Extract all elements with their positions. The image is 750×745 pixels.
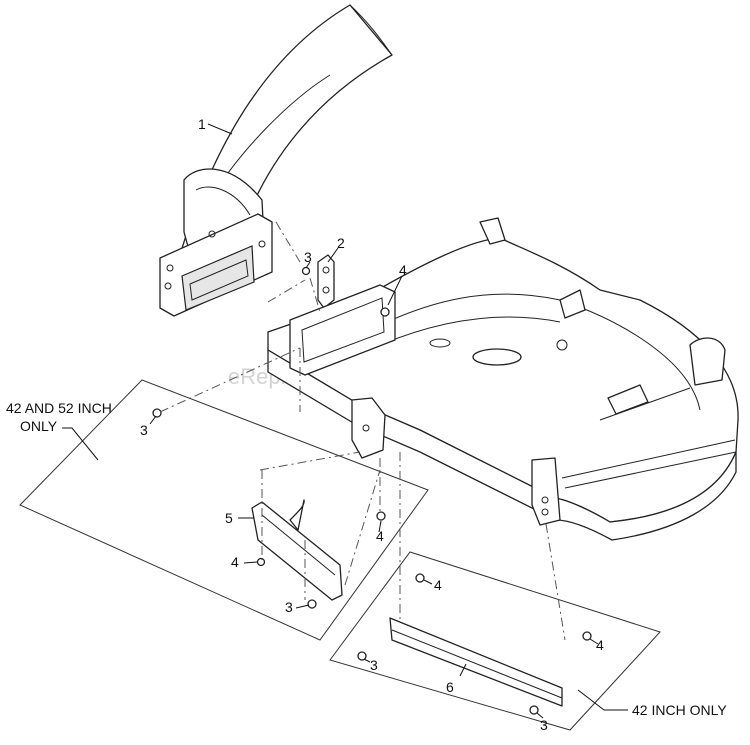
nut-icon	[376, 511, 386, 521]
left-kit-pane	[19, 379, 429, 641]
callout-4: 4	[596, 637, 604, 653]
nut-icon	[357, 651, 367, 661]
bolt-icon	[152, 408, 162, 418]
nut-icon	[307, 599, 317, 609]
note-42-inch: 42 INCH ONLY	[632, 702, 727, 718]
callout-4: 4	[434, 577, 442, 593]
callout-5: 5	[225, 510, 233, 526]
baffle-part-6[interactable]	[389, 617, 563, 707]
baffle-part-5[interactable]	[251, 499, 343, 601]
callout-3: 3	[140, 422, 148, 438]
nut-icon	[529, 705, 539, 715]
right-kit-pane	[329, 551, 661, 731]
nut-icon	[415, 573, 425, 583]
callout-4: 4	[231, 554, 239, 570]
nut-icon	[380, 307, 390, 317]
bolt-icon	[301, 266, 311, 276]
chute-bracket[interactable]	[317, 254, 335, 309]
nut-icon	[582, 631, 592, 641]
callout-6: 6	[446, 679, 454, 695]
callout-4: 4	[399, 262, 407, 278]
note-42-52-inch-line1: 42 AND 52 INCH	[6, 400, 112, 416]
bolt-icon	[256, 557, 266, 567]
alignment-lines	[159, 221, 566, 641]
callout-3: 3	[304, 249, 312, 265]
discharge-chute[interactable]	[159, 4, 393, 317]
mower-deck[interactable]	[267, 217, 739, 541]
callout-3: 3	[370, 657, 378, 673]
callout-2: 2	[337, 235, 345, 251]
callout-3: 3	[540, 717, 548, 733]
callout-3: 3	[285, 599, 293, 615]
leader-lines	[62, 123, 628, 719]
callout-4: 4	[376, 528, 384, 544]
note-42-52-inch-line2: ONLY	[20, 418, 58, 434]
callout-1: 1	[198, 116, 206, 132]
